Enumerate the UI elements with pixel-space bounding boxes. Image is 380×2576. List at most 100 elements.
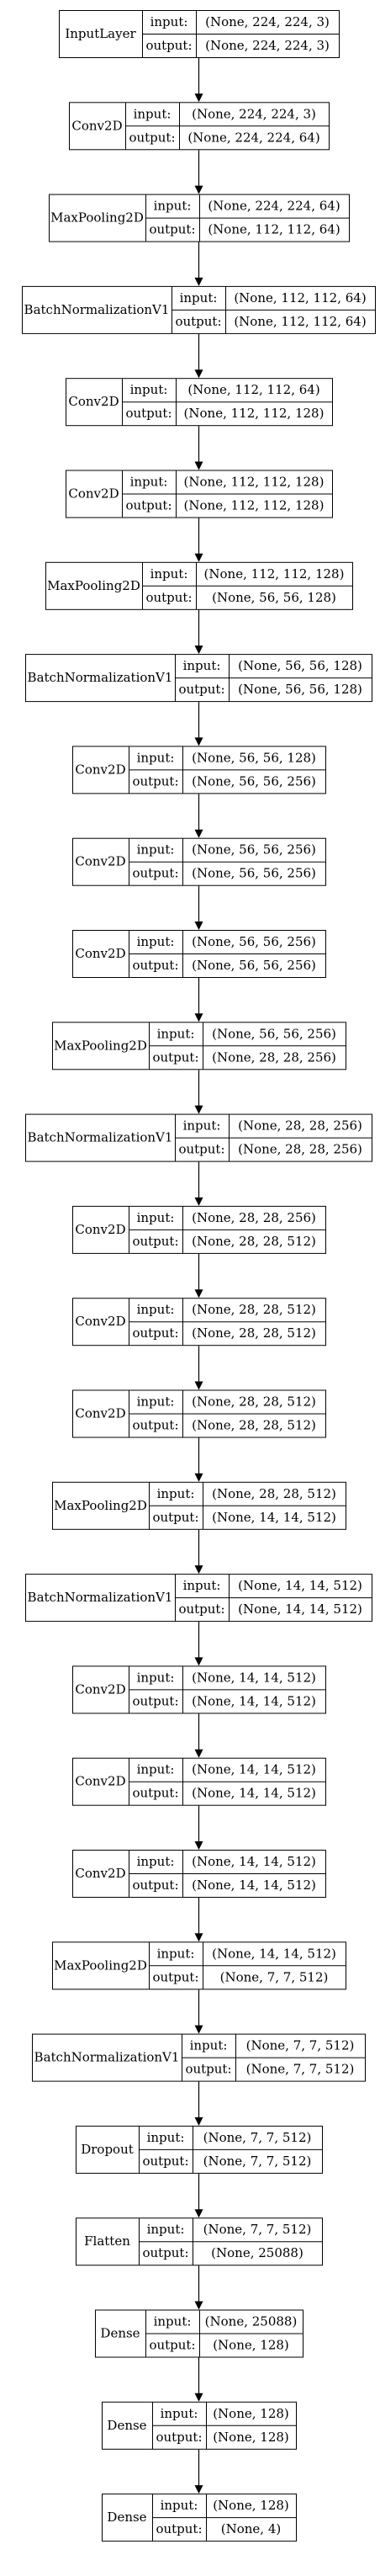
output-port-label: output: <box>178 682 224 697</box>
arrow-head <box>194 1933 203 1942</box>
input-port-label: input: <box>183 658 221 673</box>
arrow-head <box>194 1657 203 1666</box>
connection-arrow <box>194 978 203 1022</box>
output-shape: (None, 14, 14, 512) <box>212 1510 336 1525</box>
input-shape: (None, 112, 112, 128) <box>184 475 325 490</box>
input-port-label: input: <box>157 1486 195 1501</box>
layer-name: Conv2D <box>75 946 125 961</box>
output-shape: (None, 28, 28, 512) <box>192 1325 316 1341</box>
arrow-head <box>194 369 203 379</box>
connection-arrow <box>194 1805 203 1850</box>
arrow-head <box>194 461 203 470</box>
connection-arrow <box>194 1070 203 1114</box>
arrow-head <box>194 2209 203 2218</box>
output-port-label: output: <box>145 590 192 605</box>
arrow-head <box>194 1381 203 1390</box>
input-port-label: input: <box>137 1854 175 1869</box>
output-port-label: output: <box>152 1969 198 1984</box>
layer-name: BatchNormalizationV1 <box>28 1130 173 1145</box>
output-shape: (None, 56, 56, 256) <box>192 866 316 881</box>
layer-name: MaxPooling2D <box>47 578 140 593</box>
input-port-label: input: <box>137 1394 175 1410</box>
output-port-label: output: <box>132 1786 178 1801</box>
input-port-label: input: <box>137 842 175 858</box>
layer-name: BatchNormalizationV1 <box>28 1590 173 1605</box>
layer-name: Conv2D <box>75 1222 125 1237</box>
input-shape: (None, 224, 224, 3) <box>205 14 330 29</box>
output-port-label: output: <box>142 2154 188 2169</box>
input-shape: (None, 25088) <box>205 2314 298 2329</box>
layer-name: MaxPooling2D <box>54 1957 147 1973</box>
input-port-label: input: <box>137 1762 175 1777</box>
layer-name: Dense <box>107 2510 146 2525</box>
output-port-label: output: <box>125 498 172 513</box>
output-port-label: output: <box>149 222 195 237</box>
layer-node: BatchNormalizationV1input:output:(None, … <box>25 1574 372 1623</box>
arrow-head <box>194 2393 203 2402</box>
arrow-head <box>194 1841 203 1850</box>
output-shape: (None, 7, 7, 512) <box>246 2062 355 2077</box>
arrow-head <box>194 2025 203 2034</box>
input-shape: (None, 56, 56, 128) <box>192 750 316 765</box>
input-shape: (None, 224, 224, 64) <box>208 199 340 214</box>
arrow-head <box>194 1197 203 1206</box>
input-port-label: input: <box>161 2498 198 2513</box>
layer-node: Dense input: output: (None, 25088) (None, 12… <box>95 2309 303 2358</box>
output-shape: (None, 112, 112, 128) <box>184 498 325 513</box>
layer-name: Conv2D <box>75 1681 125 1697</box>
layer-name: Conv2D <box>75 854 125 869</box>
input-shape: (None, 224, 224, 3) <box>192 106 316 121</box>
output-port-label: output: <box>152 1049 198 1065</box>
connection-arrow <box>194 885 203 930</box>
input-shape: (None, 28, 28, 256) <box>238 1118 362 1134</box>
arrow-head <box>194 277 203 286</box>
arrow-head <box>194 1105 203 1114</box>
input-port-label: input: <box>154 2314 192 2329</box>
layer-name: Dense <box>100 2326 140 2341</box>
layer-name: BatchNormalizationV1 <box>24 302 170 317</box>
connection-arrow <box>194 794 203 838</box>
layer-name: Dense <box>107 2418 146 2433</box>
output-shape: (None, 28, 28, 512) <box>192 1234 316 1249</box>
output-shape: (None, 112, 112, 64) <box>208 222 340 237</box>
output-port-label: output: <box>132 1234 178 1249</box>
layer-name: Conv2D <box>75 1774 125 1789</box>
layer-name: Conv2D <box>68 486 119 502</box>
input-shape: (None, 14, 14, 512) <box>212 1946 336 1961</box>
output-shape: (None, 28, 28, 256) <box>212 1049 336 1065</box>
input-shape: (None, 128) <box>213 2498 289 2513</box>
input-shape: (None, 14, 14, 512) <box>192 1670 316 1685</box>
arrow-head <box>194 185 203 194</box>
output-shape: (None, 128) <box>213 2338 289 2353</box>
input-port-label: input: <box>154 199 192 214</box>
output-port-label: output: <box>132 1418 178 1433</box>
connection-arrow <box>194 702 203 746</box>
output-shape: (None, 128) <box>213 2430 289 2445</box>
input-port-label: input: <box>180 290 218 305</box>
arrow-head <box>194 2485 203 2494</box>
input-port-label: input: <box>157 1946 195 1961</box>
layer-name: Conv2D <box>68 394 119 409</box>
arrow-head <box>194 1565 203 1575</box>
connection-arrow <box>194 609 203 655</box>
layer-name: Conv2D <box>71 118 122 133</box>
output-shape: (None, 14, 14, 512) <box>238 1601 362 1617</box>
input-shape: (None, 112, 112, 64) <box>187 382 319 397</box>
input-shape: (None, 28, 28, 512) <box>192 1394 316 1410</box>
input-shape: (None, 56, 56, 128) <box>238 658 362 673</box>
output-port-label: output: <box>149 2338 195 2353</box>
connection-arrow <box>194 58 203 103</box>
output-port-label: output: <box>152 1510 198 1525</box>
